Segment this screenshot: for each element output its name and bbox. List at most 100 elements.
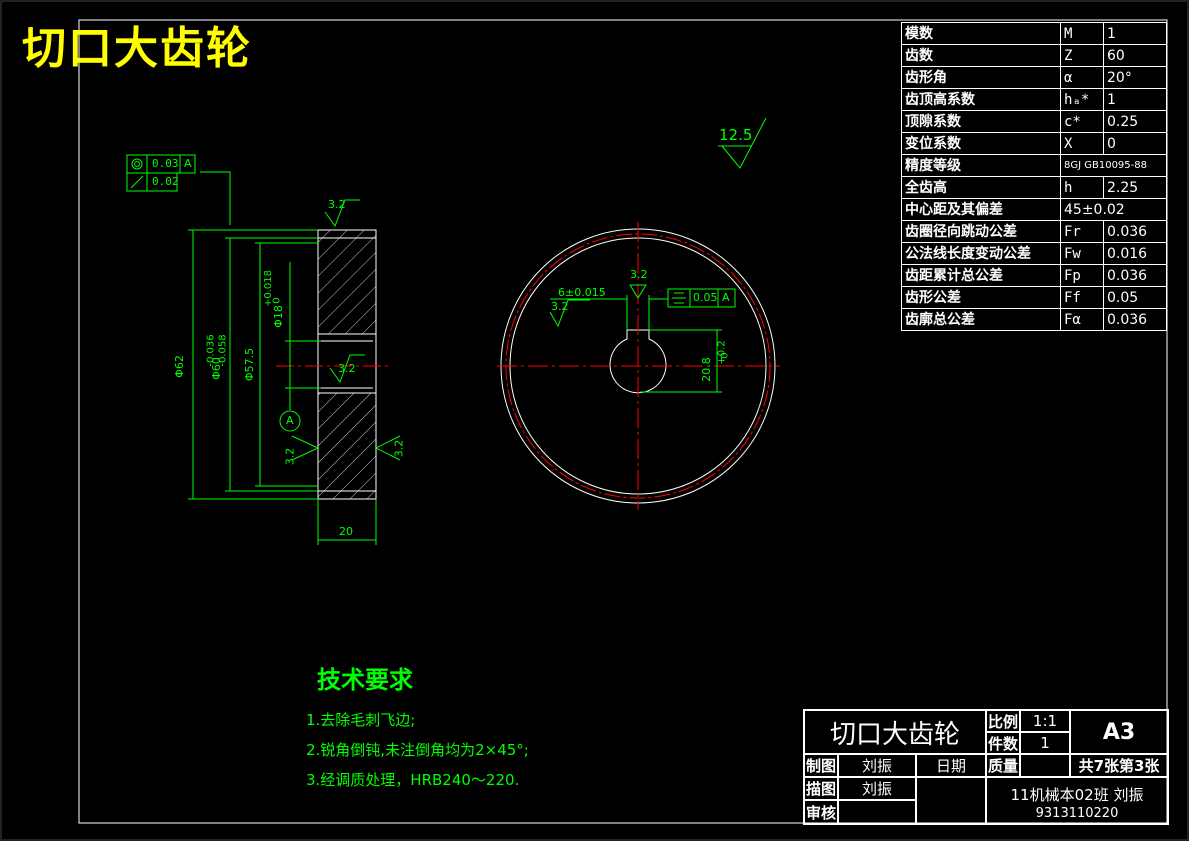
param-symbol: Fp: [1060, 264, 1104, 287]
class-info-cell: [986, 777, 1168, 824]
param-symbol: h: [1060, 176, 1104, 199]
roughness-label-keyway: 3.2: [630, 268, 648, 281]
param-name: 齿形角: [901, 66, 1061, 89]
hub-upper-section: [317, 229, 377, 335]
roughness-global: 12.5: [719, 126, 753, 144]
dim-phi57-5: Φ57.5: [243, 347, 257, 382]
param-name: 中心距及其偏差: [901, 198, 1061, 221]
qty-value: 1: [1020, 732, 1070, 754]
tech-requirements-title: 技术要求: [317, 666, 413, 694]
roughness-label-left: 3.2: [283, 447, 297, 466]
param-symbol: Fα: [1060, 308, 1104, 331]
tech-item: 2.锐角倒钝,未注倒角均为2×45°;: [306, 741, 529, 759]
param-symbol: X: [1060, 132, 1104, 155]
param-symbol: Ff: [1060, 286, 1104, 309]
param-symbol: α: [1060, 66, 1104, 89]
front-view: [497, 222, 780, 510]
drawn-label: 制图: [804, 754, 838, 777]
param-value: 0.05: [1103, 286, 1167, 309]
param-name: 齿顶高系数: [901, 88, 1061, 111]
param-symbol: c*: [1060, 110, 1104, 133]
roughness-label-bore: 3.2: [338, 362, 356, 375]
drawing-frame: [78, 19, 1168, 824]
tech-requirements-list: 1.去除毛刺飞边; 2.锐角倒钝,未注倒角均为2×45°; 3.经调质处理，HR…: [306, 705, 529, 795]
param-name: 精度等级: [901, 154, 1061, 177]
param-name: 齿数: [901, 44, 1061, 67]
keyway-sym-value: 0.05: [693, 291, 718, 304]
title-block: 切口大齿轮 比例 1:1 件数 1 A3 制图 刘振 日期 质量 共7张第3张 …: [803, 709, 1169, 825]
sheet-info: 共7张第3张: [1070, 754, 1168, 777]
drawn-by: 刘振: [838, 754, 916, 777]
tech-item: 3.经调质处理，HRB240～220.: [306, 771, 520, 789]
param-name: 模数: [901, 22, 1061, 45]
hub-lower-section: [317, 392, 377, 500]
param-value: 0: [1103, 132, 1167, 155]
param-value: 0.036: [1103, 308, 1167, 331]
roughness-label-top: 3.2: [328, 198, 346, 211]
param-name: 齿形公差: [901, 286, 1061, 309]
gtol-value-2: 0.02: [152, 175, 179, 188]
param-value: 60: [1103, 44, 1167, 67]
drawing-title: 切口大齿轮: [22, 23, 252, 74]
date-label: 日期: [916, 754, 986, 777]
dim-phi18-tol-lower: 0: [271, 297, 283, 304]
param-name: 公法线长度变动公差: [901, 242, 1061, 265]
param-name: 顶隙系数: [901, 110, 1061, 133]
param-value: 0.016: [1103, 242, 1167, 265]
param-value: 0.25: [1103, 110, 1167, 133]
param-value: 1: [1103, 22, 1167, 45]
roughness-label-keyway-side: 3.2: [551, 300, 569, 313]
param-value: 2.25: [1103, 176, 1167, 199]
dim-phi18: Φ18: [271, 305, 285, 328]
gtol-value-1: 0.03: [152, 157, 179, 170]
scale-label: 比例: [986, 710, 1020, 732]
param-value: 20°: [1103, 66, 1167, 89]
sheet-size: A3: [1070, 710, 1168, 754]
dim-phi60-tol-upper: -0.036: [205, 334, 217, 367]
traced-label: 描图: [804, 777, 838, 800]
gtol-datum-1: A: [184, 157, 192, 170]
mass-value: [1020, 754, 1070, 777]
front-view-dimensions: [549, 117, 767, 393]
param-symbol: Fr: [1060, 220, 1104, 243]
param-value: 0.036: [1103, 220, 1167, 243]
mass-label: 质量: [986, 754, 1020, 777]
param-value: 45±0.02: [1060, 198, 1167, 221]
dim-phi62: Φ62: [172, 355, 186, 378]
title-block-part-name: 切口大齿轮: [804, 710, 986, 754]
datum-label: A: [286, 414, 294, 427]
param-name: 变位系数: [901, 132, 1061, 155]
checked-label: 审核: [804, 800, 838, 824]
student-id: 9313110220: [1035, 805, 1119, 821]
class-info: 11机械本02班 刘振: [1010, 785, 1144, 804]
dim-phi60-tol-lower: -0.058: [217, 334, 229, 367]
tech-item: 1.去除毛刺飞边;: [306, 711, 416, 729]
param-name: 齿廓总公差: [901, 308, 1061, 331]
param-name: 齿距累计总公差: [901, 264, 1061, 287]
side-view: [276, 229, 390, 500]
param-value: 0.036: [1103, 264, 1167, 287]
keyway-sym-datum: A: [722, 291, 730, 304]
scale-value: 1:1: [1020, 710, 1070, 732]
param-value: 8GJ GB10095-88: [1060, 154, 1167, 177]
roughness-label-right: 3.2: [392, 439, 406, 458]
param-symbol: Fw: [1060, 242, 1104, 265]
side-view-dimensions: [188, 171, 401, 545]
param-value: 1: [1103, 88, 1167, 111]
param-symbol: M: [1060, 22, 1104, 45]
